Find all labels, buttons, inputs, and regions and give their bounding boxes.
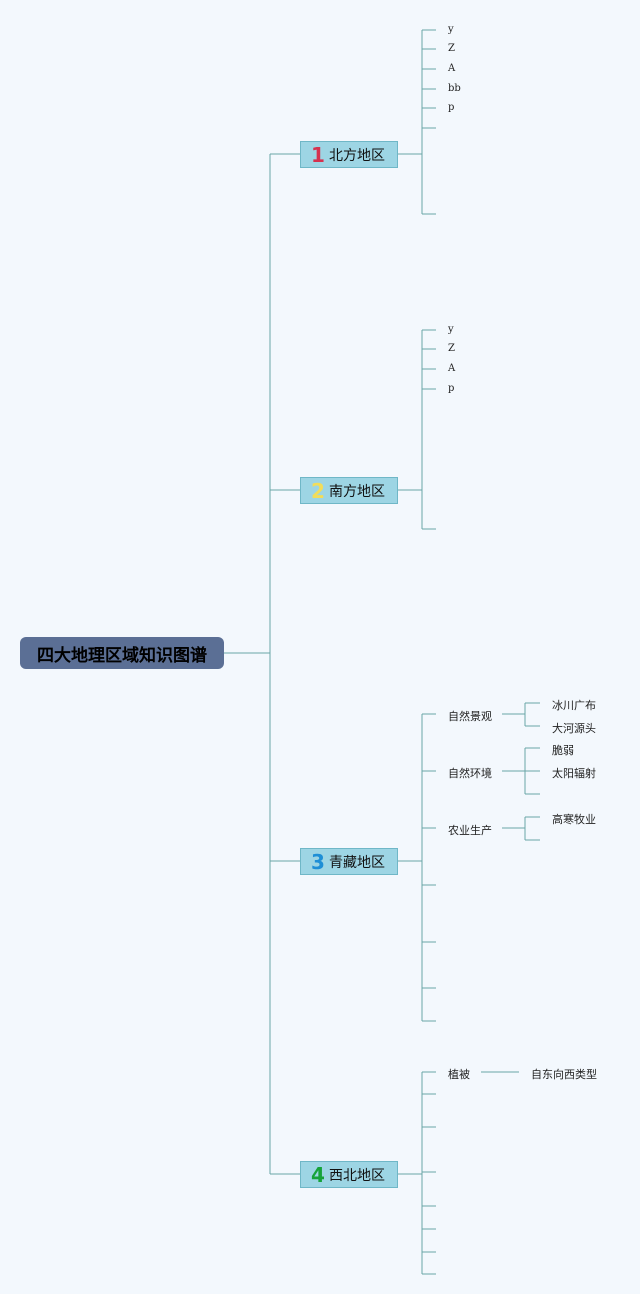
detail-node[interactable]: 冰川广布 (552, 699, 596, 712)
region-node-qingzang[interactable]: 3 青藏地区 (300, 848, 398, 875)
root-node[interactable]: 四大地理区域知识图谱 (20, 637, 224, 669)
topic-node[interactable]: 农业生产 (448, 824, 492, 837)
detail-node[interactable]: 高寒牧业 (552, 813, 596, 826)
detail-node[interactable]: 自东向西类型 (531, 1068, 597, 1081)
detail-node[interactable]: 脆弱 (552, 744, 574, 757)
region-number-icon: 1 (311, 142, 325, 167)
leaf-node[interactable]: A (448, 63, 456, 74)
leaf-node[interactable]: A (448, 363, 456, 374)
region-label: 南方地区 (329, 483, 385, 500)
leaf-node[interactable]: p (448, 102, 455, 113)
leaf-node[interactable]: bb (448, 83, 461, 94)
region-number-icon: 4 (311, 1162, 325, 1187)
region-number-icon: 2 (311, 478, 325, 503)
topic-node[interactable]: 植被 (448, 1068, 470, 1081)
leaf-node[interactable]: y (448, 24, 454, 35)
root-title: 四大地理区域知识图谱 (37, 645, 207, 666)
leaf-node[interactable]: Z (448, 43, 455, 54)
region-label: 青藏地区 (329, 854, 385, 871)
leaf-node[interactable]: Z (448, 343, 455, 354)
detail-node[interactable]: 太阳辐射 (552, 767, 596, 780)
region-node-south[interactable]: 2 南方地区 (300, 477, 398, 504)
leaf-node[interactable]: p (448, 383, 455, 394)
region-node-northwest[interactable]: 4 西北地区 (300, 1161, 398, 1188)
leaf-node[interactable]: y (448, 324, 454, 335)
region-number-icon: 3 (311, 849, 325, 874)
topic-node[interactable]: 自然环境 (448, 767, 492, 780)
region-node-north[interactable]: 1 北方地区 (300, 141, 398, 168)
topic-node[interactable]: 自然景观 (448, 710, 492, 723)
detail-node[interactable]: 大河源头 (552, 722, 596, 735)
region-label: 西北地区 (329, 1167, 385, 1184)
region-label: 北方地区 (329, 147, 385, 164)
